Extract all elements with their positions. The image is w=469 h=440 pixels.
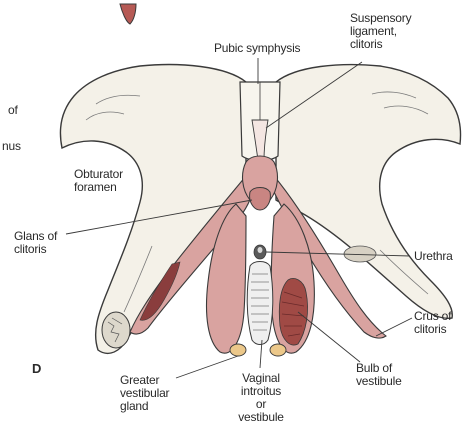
label-obturator-foramen: Obturator foramen — [74, 168, 123, 194]
label-bulb-of-vestibule: Bulb of vestibule — [356, 362, 402, 388]
label-suspensory-ligament: Suspensory ligament, clitoris — [350, 12, 411, 51]
label-glans-of-clitoris: Glans of clitoris — [14, 230, 57, 256]
label-cropped-left-top: of — [8, 104, 18, 117]
glans-of-clitoris — [250, 188, 271, 211]
left-greater-vestibular-gland — [230, 344, 246, 356]
label-cropped-left-bottom: nus — [2, 140, 21, 153]
right-greater-vestibular-gland — [270, 344, 286, 356]
cropped-fragment — [120, 4, 136, 24]
label-greater-vestibular-gland: Greater vestibular gland — [120, 374, 169, 413]
label-vaginal-introitus: Vaginal introitus or vestibule — [236, 372, 286, 424]
label-crus-of-clitoris: Crus of clitoris — [414, 310, 451, 336]
label-urethra: Urethra — [414, 250, 453, 263]
label-pubic-symphysis: Pubic symphysis — [214, 42, 300, 55]
panel-letter: D — [32, 362, 41, 375]
